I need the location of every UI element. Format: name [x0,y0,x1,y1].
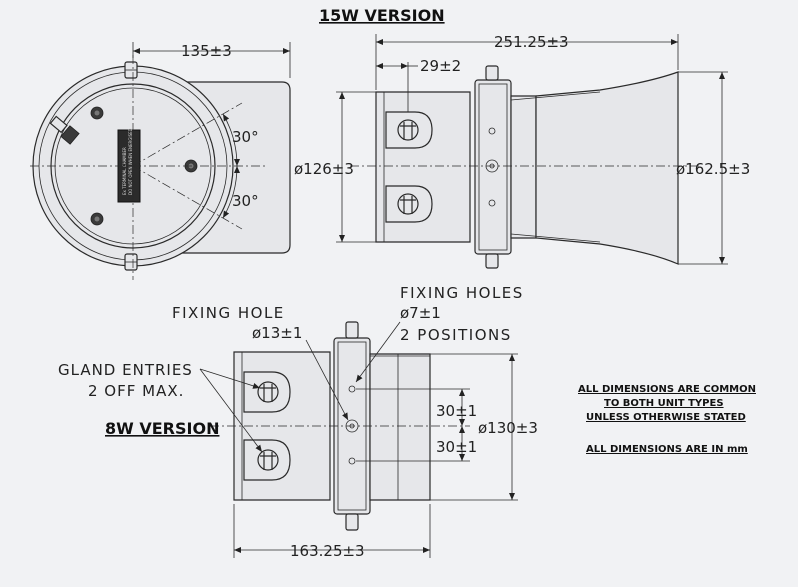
dim-offset-29: 29±2 [420,57,461,75]
title-8w-version: 8W VERSION [105,419,219,438]
side-view-15w [336,34,728,269]
label-two-positions: 2 POSITIONS [400,326,512,344]
dim-spacing-top: 30±1 [436,402,477,420]
note-line-3: UNLESS OTHERWISE STATED [586,412,746,423]
label-fixing-hole: FIXING HOLE [172,304,285,322]
dim-angle-bottom: 30° [232,192,259,210]
note-line-2: TO BOTH UNIT TYPES [604,398,724,409]
dim-spacing-bottom: 30±1 [436,438,477,456]
svg-text:DO NOT OPEN WHEN ENERGISED: DO NOT OPEN WHEN ENERGISED [128,128,133,195]
note-line-1: ALL DIMENSIONS ARE COMMON [578,384,756,395]
dim-holes-7: ø7±1 [400,304,441,322]
note-line-4: ALL DIMENSIONS ARE IN mm [586,444,748,455]
label-fixing-holes: FIXING HOLES [400,284,524,302]
dim-angle-top: 30° [232,128,259,146]
title-15w-version: 15W VERSION [319,6,445,25]
label-gland-entries: GLAND ENTRIES [58,361,193,379]
dim-dia-162: ø162.5±3 [676,160,750,178]
dim-dia-126: ø126±3 [294,160,354,178]
side-view-8w [199,321,518,558]
dim-dia-130: ø130±3 [478,419,538,437]
dim-hole-13: ø13±1 [252,324,302,342]
dim-length-251: 251.25±3 [494,33,569,51]
dim-length-163: 163.25±3 [290,542,365,560]
front-view-15w: Ex TERMINAL CHAMBER DO NOT OPEN WHEN ENE… [30,42,291,280]
svg-text:Ex TERMINAL CHAMBER: Ex TERMINAL CHAMBER [122,147,127,195]
label-gland-off-max: 2 OFF MAX. [88,382,184,400]
dim-width-135: 135±3 [181,42,232,60]
